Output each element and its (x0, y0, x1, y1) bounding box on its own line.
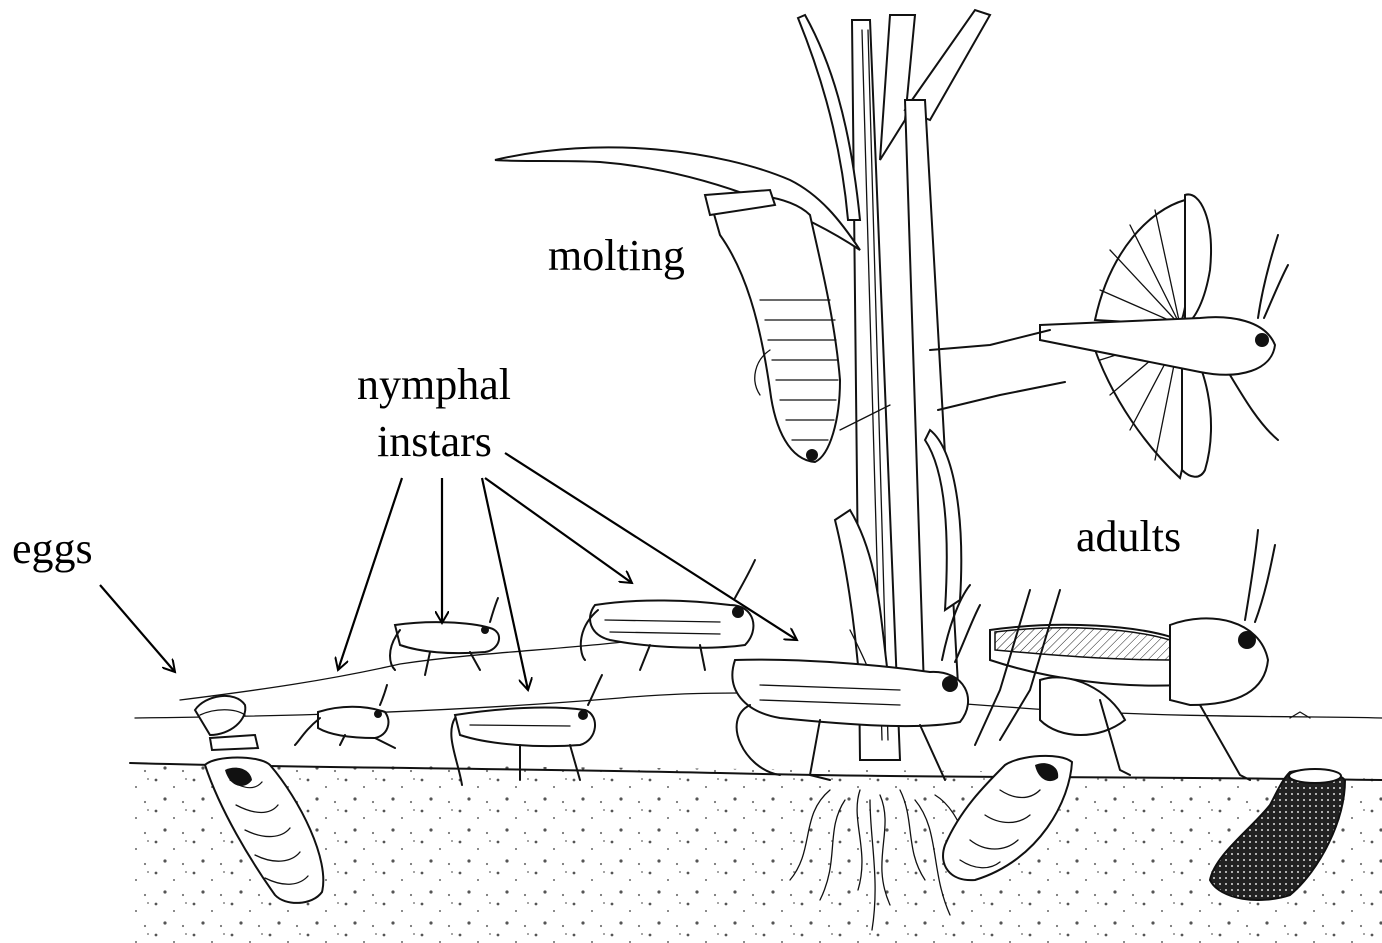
flying-adult-grasshopper (930, 194, 1288, 478)
nymphal-label-line2: instars (377, 417, 492, 466)
molting-label: molting (548, 231, 685, 280)
eggs-arrow (100, 585, 175, 672)
hatchling (195, 696, 258, 750)
adults-label: adults (1076, 512, 1181, 561)
eggs-label: eggs (12, 524, 93, 573)
instar-arrow-3 (482, 478, 528, 690)
adult-grasshopper (975, 530, 1275, 780)
medium-nymph (581, 560, 755, 670)
nymphal-label-line1: nymphal (357, 360, 511, 409)
small-nymph-2 (295, 685, 395, 748)
label-arrows (100, 453, 797, 690)
instar-arrow-4 (485, 478, 632, 583)
